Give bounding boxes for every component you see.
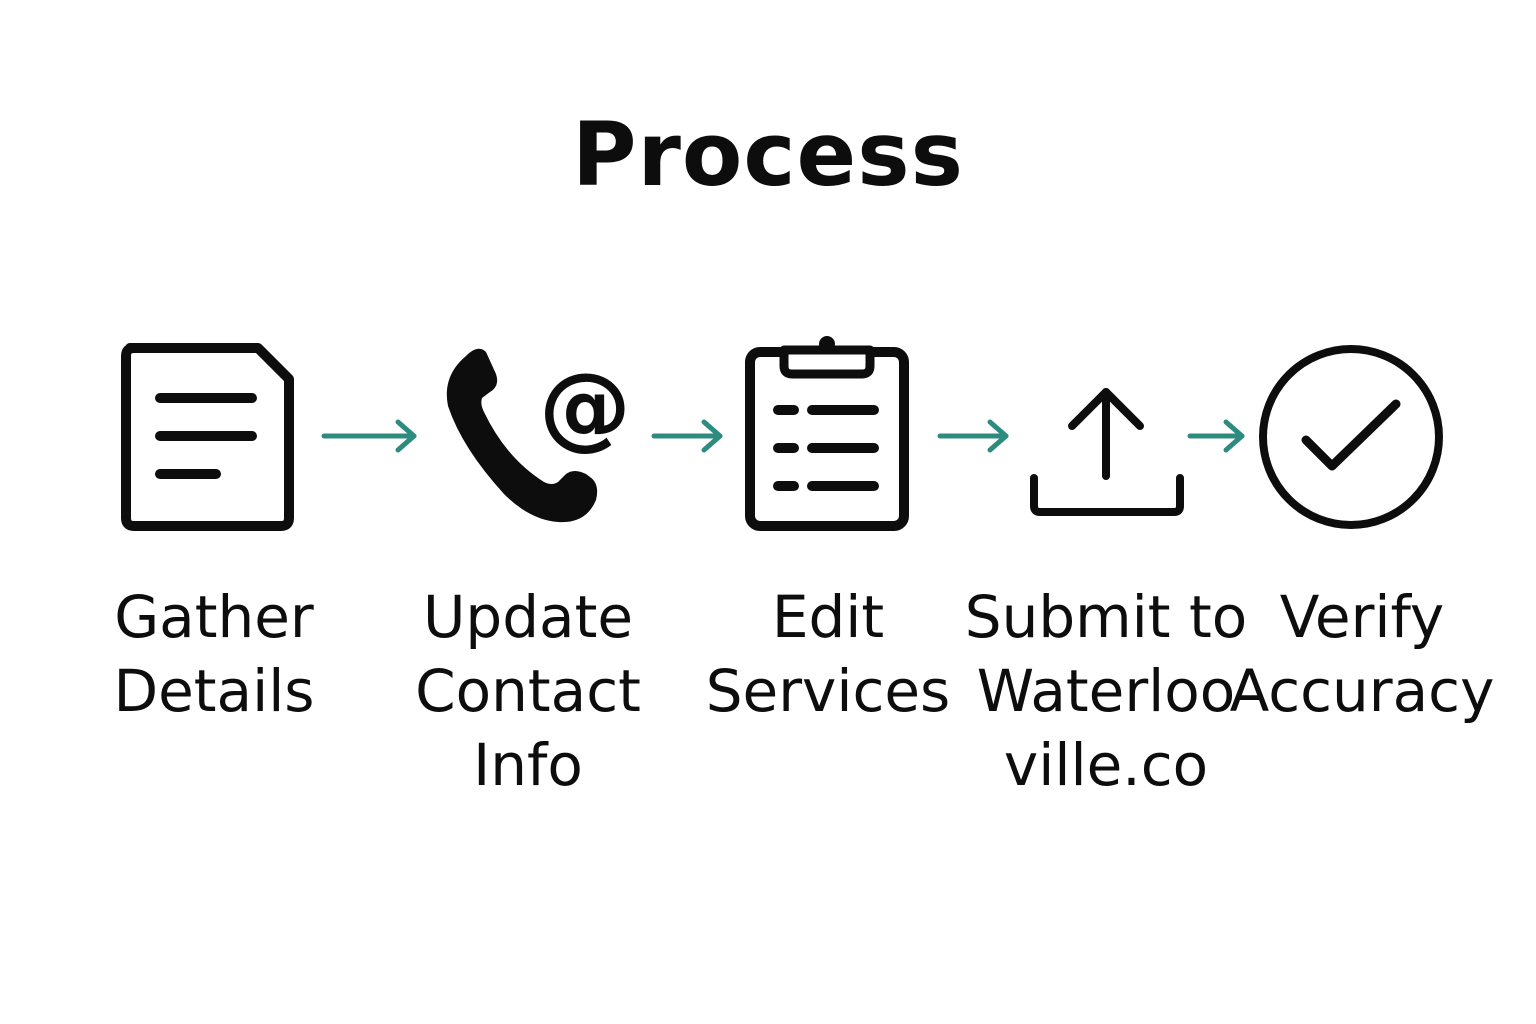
step-label-line: Info	[473, 731, 583, 799]
step-label-line: Verify	[1279, 583, 1445, 651]
step-label-edit-services: Edit Services	[678, 580, 978, 728]
step-label-verify-accuracy: Verify Accuracy	[1212, 580, 1512, 728]
step-label-line: Waterloo	[976, 657, 1236, 725]
document-icon	[121, 343, 294, 531]
step-label-line: Contact	[415, 657, 641, 725]
step-label-submit: Submit to Waterloo ville.co	[956, 580, 1256, 802]
arrow-right-icon	[1187, 419, 1245, 453]
arrow-right-icon	[937, 419, 1009, 453]
step-label-gather-details: Gather Details	[64, 580, 364, 728]
page-title: Process	[572, 103, 964, 206]
step-label-line: ville.co	[1003, 731, 1209, 799]
phone-email-icon: @	[446, 348, 631, 523]
step-label-line: Details	[113, 657, 315, 725]
step-label-update-contact-info: Update Contact Info	[378, 580, 678, 802]
step-label-line: Services	[705, 657, 951, 725]
svg-text:@: @	[539, 353, 631, 460]
step-label-line: Accuracy	[1229, 657, 1495, 725]
step-label-line: Edit	[771, 583, 885, 651]
arrow-right-icon	[321, 419, 417, 453]
upload-icon	[1030, 388, 1184, 516]
step-label-line: Gather	[114, 583, 314, 651]
clipboard-icon	[745, 336, 909, 531]
step-label-line: Update	[422, 583, 634, 651]
checkmark-circle-icon	[1259, 345, 1443, 529]
step-label-line: Submit to	[964, 583, 1248, 651]
arrow-right-icon	[651, 419, 723, 453]
